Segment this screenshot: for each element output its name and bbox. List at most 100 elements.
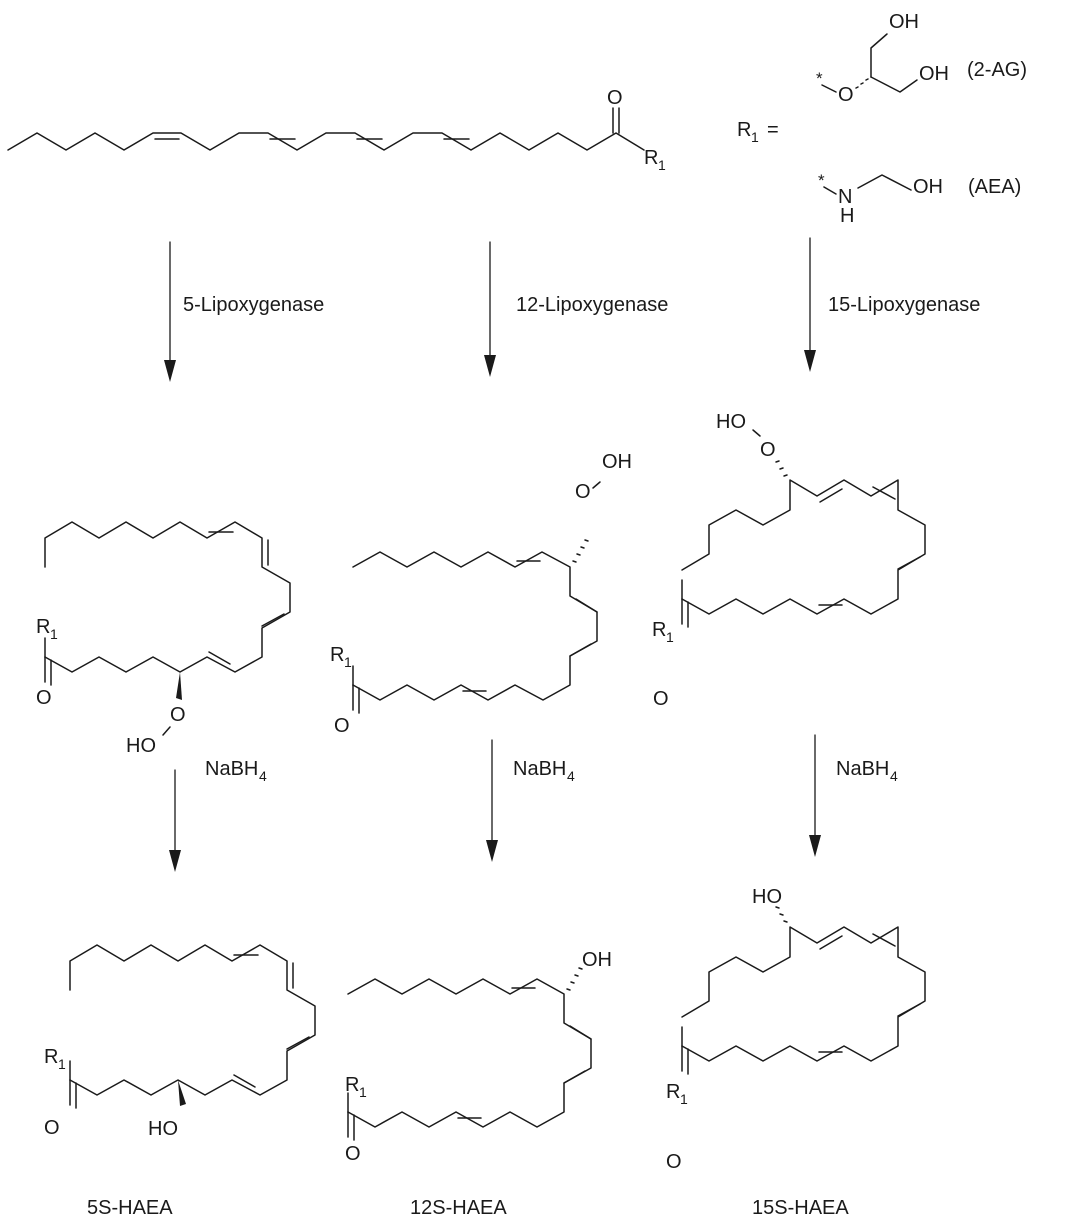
r1-label: R: [644, 147, 658, 169]
cis-bond: [897, 1003, 921, 1017]
reductant-subscript-left: 4: [259, 768, 267, 784]
r1-label: R: [330, 644, 344, 666]
stereo-hash: [783, 474, 788, 477]
chain: [347, 978, 592, 1128]
chain: [352, 551, 598, 701]
arrow-5-lipoxygenase: [164, 241, 176, 382]
stereo-wedge: [178, 1080, 186, 1106]
cis-bond: [872, 486, 896, 500]
stereo-hash: [574, 974, 579, 977]
hydroperoxide-oh: OH: [602, 451, 632, 473]
trans-bond: [208, 651, 231, 665]
stereo-hash: [570, 981, 575, 984]
hydroxyl-oh: OH: [582, 949, 612, 971]
hydroperoxide-ho: HO: [126, 735, 156, 757]
enzyme-label-5-lox: 5-Lipoxygenase: [183, 294, 324, 316]
stereo-hash: [783, 920, 788, 923]
ag-hash-bond: [865, 78, 869, 81]
reductant-label-middle: NaBH: [513, 758, 566, 780]
peroxide-oxygen: O: [575, 481, 591, 503]
carbonyl-oxygen: O: [666, 1151, 682, 1173]
intermediate-12-hydroperoxide: R 1 O O OH: [330, 451, 632, 737]
cis-bond: [897, 556, 921, 570]
attachment-star: *: [816, 69, 823, 88]
ag-bond: [821, 84, 837, 93]
chain: [681, 926, 926, 1062]
starting-material: O R 1: [7, 87, 666, 173]
r1-subscript: 1: [58, 1056, 66, 1072]
arrow-15-lipoxygenase: [804, 237, 816, 372]
carbonyl-oxygen: O: [44, 1117, 60, 1139]
arrow-nabh4-left: [169, 769, 181, 872]
ag-backbone: [870, 33, 888, 78]
carbonyl-oxygen: O: [607, 87, 623, 109]
product-5s-haea: R 1 O HO: [44, 944, 316, 1140]
peroxide-oxygen: O: [760, 439, 776, 461]
enzyme-label-12-lox: 12-Lipoxygenase: [516, 294, 668, 316]
r1-option-aea: (AEA): [968, 176, 1021, 198]
cis-bond: [569, 643, 592, 657]
product-label-15s: 15S-HAEA: [752, 1197, 849, 1219]
reductant-label-right: NaBH: [836, 758, 889, 780]
carbonyl-oxygen: O: [334, 715, 350, 737]
r1-label: R: [666, 1081, 680, 1103]
chain: [681, 479, 926, 615]
arrow-nabh4-right: [809, 734, 821, 857]
peroxide-oxygen: O: [170, 704, 186, 726]
arrow-nabh4-middle: [486, 739, 498, 862]
peroxide-bond: [592, 481, 601, 489]
carbonyl-oxygen: O: [345, 1143, 361, 1165]
ag-hash-bond: [855, 86, 859, 89]
stereo-hash: [566, 988, 571, 991]
product-label-12s: 12S-HAEA: [410, 1197, 507, 1219]
fatty-acyl-chain: [7, 132, 645, 151]
stereo-hash: [572, 560, 577, 563]
trans-bond: [819, 488, 843, 503]
r1-label: R: [652, 619, 666, 641]
enzyme-label-15-lox: 15-Lipoxygenase: [828, 294, 980, 316]
aea-backbone: [857, 174, 912, 191]
r1-equals-subscript: 1: [751, 129, 759, 145]
r1-subscript: 1: [344, 654, 352, 670]
carbonyl-oxygen: O: [653, 688, 669, 710]
r1-label: R: [345, 1074, 359, 1096]
ag-oh-top: OH: [889, 11, 919, 33]
attachment-star: *: [818, 171, 825, 190]
peroxide-bond: [752, 429, 761, 437]
reductant-label-left: NaBH: [205, 758, 258, 780]
ag-hash-bond: [860, 82, 864, 85]
cis-bond: [261, 613, 285, 627]
chain: [44, 521, 291, 673]
peroxide-bond: [162, 726, 171, 736]
stereo-hash: [580, 546, 585, 549]
trans-bond: [575, 598, 598, 613]
stereo-hash: [779, 467, 784, 470]
ag-backbone: [870, 76, 918, 93]
stereo-hash: [584, 539, 589, 542]
r1-subscript: 1: [359, 1084, 367, 1100]
stereo-hash: [578, 967, 583, 970]
ag-ether-oxygen: O: [838, 84, 854, 106]
product-label-5s: 5S-HAEA: [87, 1197, 173, 1219]
carbonyl-oxygen: O: [36, 687, 52, 709]
reductant-subscript-middle: 4: [567, 768, 575, 784]
r1-label: R: [36, 616, 50, 638]
r1-option-2ag: (2-AG): [967, 59, 1027, 81]
cis-bond: [872, 933, 896, 947]
r1-subscript: 1: [50, 626, 58, 642]
equals-sign: =: [767, 119, 779, 141]
intermediate-5-hydroperoxide: R 1 O O HO: [36, 521, 291, 757]
product-15s-haea: R 1 O HO: [666, 886, 926, 1173]
r1-subscript: 1: [680, 1091, 688, 1107]
stereo-hash: [775, 906, 780, 909]
stereo-hash: [779, 913, 784, 916]
aea-oh: OH: [913, 176, 943, 198]
r1-equals-label: R: [737, 119, 751, 141]
cis-bond: [563, 1070, 586, 1084]
aea-nitrogen: N: [838, 186, 852, 208]
hydroxyl-ho: HO: [148, 1118, 178, 1140]
trans-bond: [569, 1025, 592, 1040]
trans-bond: [233, 1074, 256, 1088]
r1-label: R: [44, 1046, 58, 1068]
